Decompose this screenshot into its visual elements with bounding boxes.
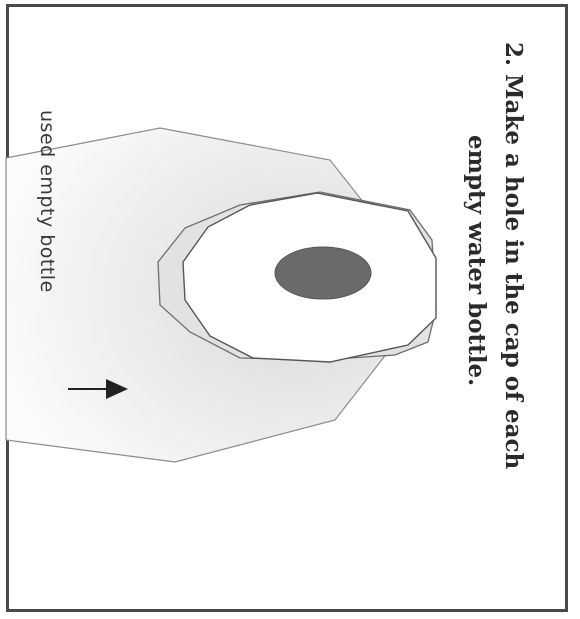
instruction-title-line1: 2. Make a hole in the cap of each: [500, 42, 527, 469]
cap-hole: [275, 247, 371, 299]
instruction-title-line2: empty water bottle.: [463, 135, 490, 386]
bottle-label: used empty bottle: [36, 110, 58, 293]
